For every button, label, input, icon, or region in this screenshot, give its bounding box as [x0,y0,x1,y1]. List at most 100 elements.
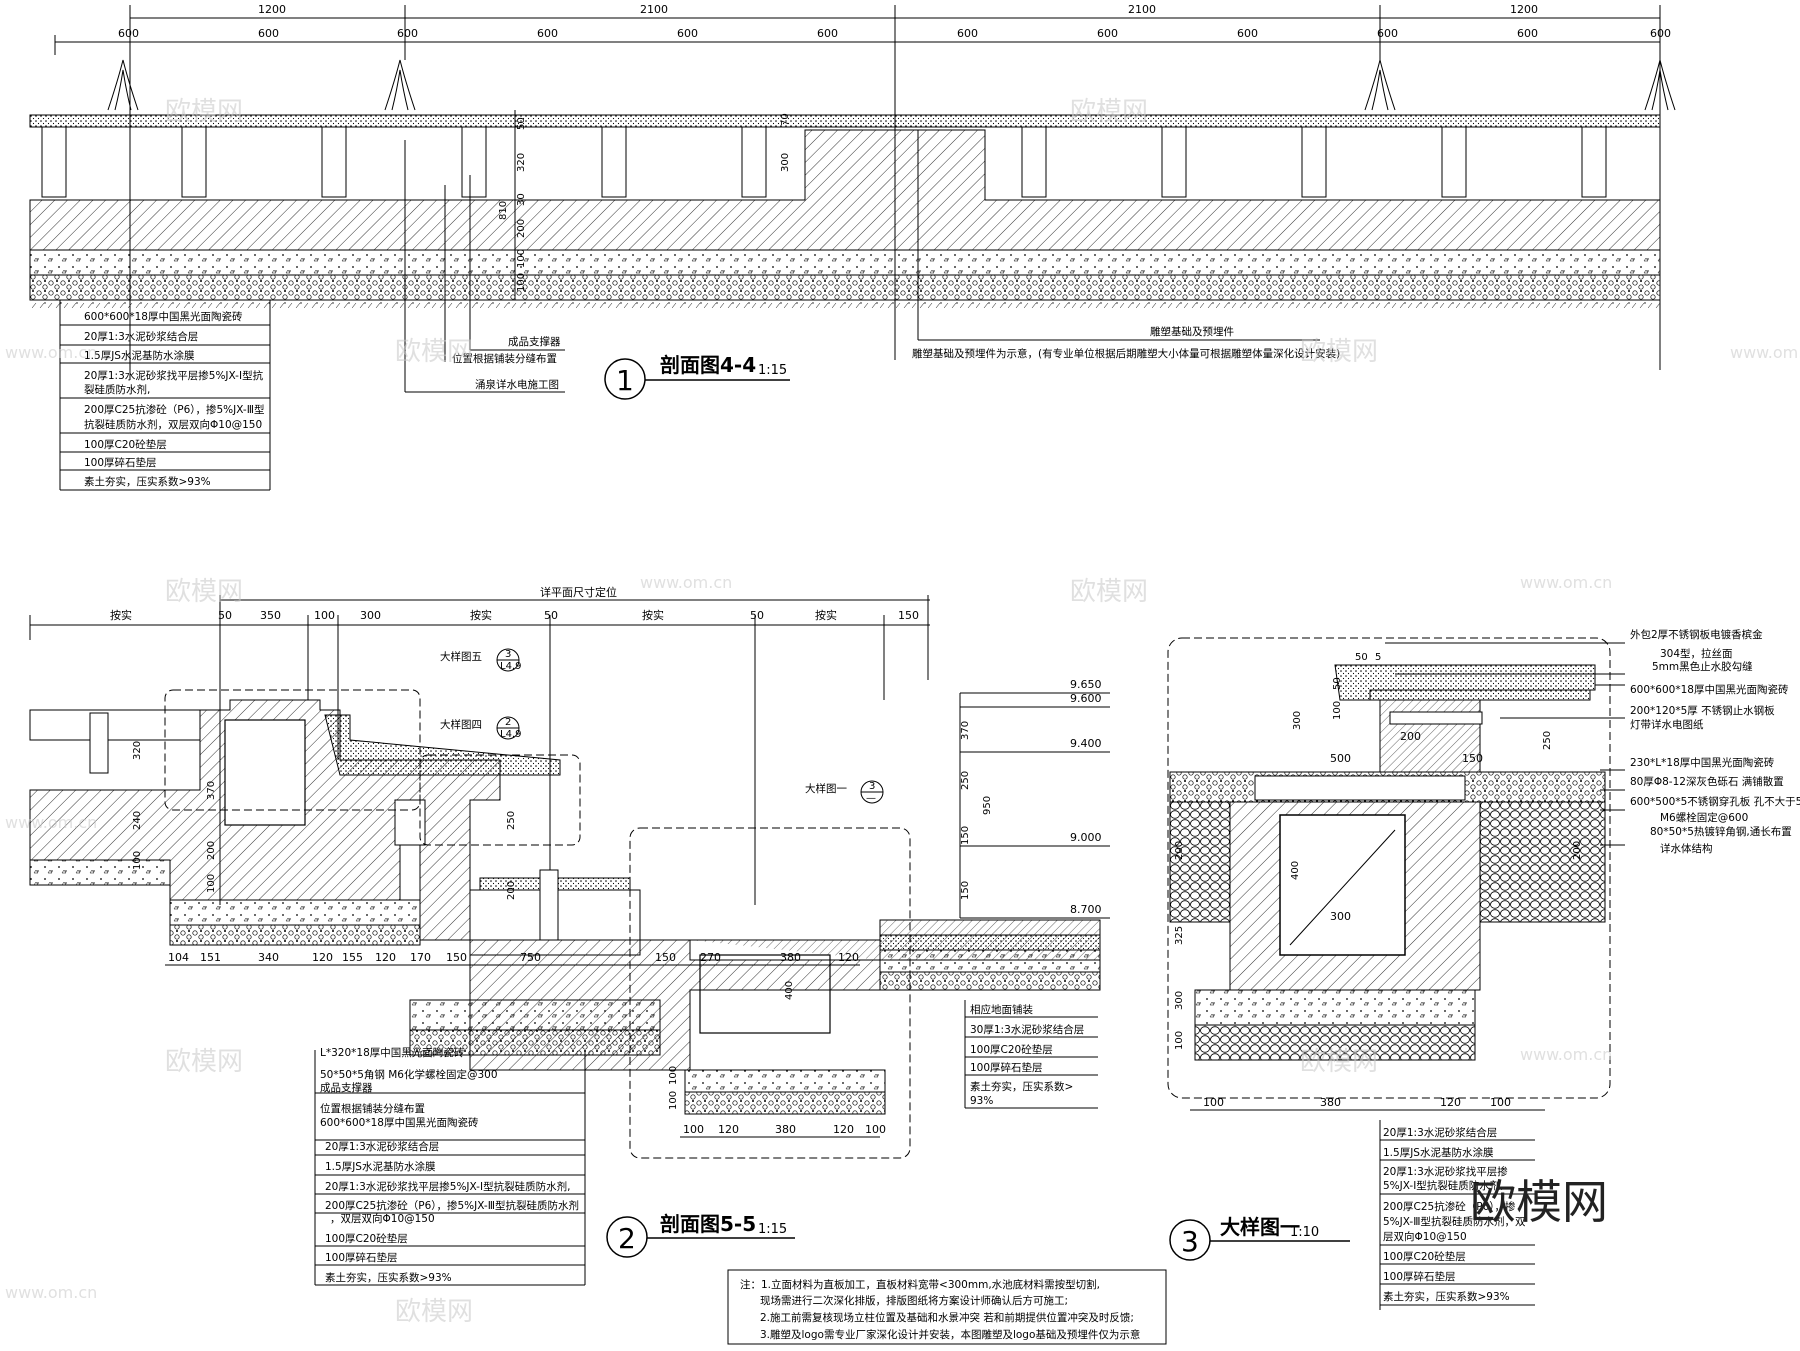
svg-text:20厚1:3水泥砂浆找平层掺5%JX-Ⅰ型抗: 20厚1:3水泥砂浆找平层掺5%JX-Ⅰ型抗 [84,369,264,382]
gravel-mid [169,924,421,946]
section1-dim-labels: 1200 2100 2100 1200 600 600 600 600 600 … [118,3,1671,40]
svg-text:2: 2 [505,717,511,728]
svg-text:位置根据铺装分缝布置: 位置根据铺装分缝布置 [452,352,557,365]
svg-text:350: 350 [260,609,281,622]
dim-sub: 600 [817,27,838,40]
svg-text:5: 5 [1375,652,1381,663]
svg-text:20厚1:3水泥砂浆找平层掺5%JX-Ⅰ型抗裂硅质防水剂,: 20厚1:3水泥砂浆找平层掺5%JX-Ⅰ型抗裂硅质防水剂, [325,1180,570,1193]
svg-text:1.5厚JS水泥基防水涂膜: 1.5厚JS水泥基防水涂膜 [325,1160,436,1173]
c20-bedding [1194,989,1476,1026]
svg-text:L4.9: L4.9 [500,729,521,740]
svg-text:100厚碎石垫层: 100厚碎石垫层 [84,456,157,469]
svg-text:按实: 按实 [815,608,837,622]
section2-scale: 1:15 [758,1222,787,1237]
svg-text:欧模网: 欧模网 [1300,1047,1378,1077]
svg-text:www.om.cn: www.om.cn [1520,573,1612,592]
svg-text:100: 100 [1174,1031,1185,1050]
section2-title-text: 剖面图5-5 [660,1212,756,1236]
svg-text:3: 3 [869,781,875,792]
sculpture-foundation-callout: 雕塑基础及预埋件 雕塑基础及预埋件为示意，(有专业单位根据后期雕塑大小体量可根据… [912,130,1340,360]
section2-right-callouts: 相应地面铺装 30厚1:3水泥砂浆结合层 100厚C20砼垫层 100厚碎石垫层… [964,1000,1098,1109]
svg-text:50: 50 [218,609,232,622]
svg-text:370: 370 [960,721,971,740]
svg-text:大样图五: 大样图五 [440,650,482,663]
section2-number: 2 [618,1222,636,1255]
gravel-bedding [1194,1024,1476,1061]
svg-text:L4.9: L4.9 [500,661,521,672]
svg-text:120: 120 [312,951,333,964]
tile-cap-600 [1369,689,1591,701]
detail-reference-marks: 大样图五 3 L4.9 大样图四 2 L4.9 大样图一 3 — [440,648,884,804]
upper-water-channel [224,719,306,826]
svg-text:100厚C20砼垫层: 100厚C20砼垫层 [325,1232,408,1245]
svg-text:8.700: 8.700 [1070,903,1102,916]
ground-surface-paving [879,934,1101,951]
dim-sub: 600 [1377,27,1398,40]
svg-text:雕塑基础及预埋件为示意，(有专业单位根据后期雕塑大小体量可根: 雕塑基础及预埋件为示意，(有专业单位根据后期雕塑大小体量可根据雕塑体量深化设计安… [912,347,1340,360]
svg-text:M6螺栓固定@600: M6螺栓固定@600 [1660,811,1748,824]
upper-pedestal-zone [29,709,201,741]
svg-text:380: 380 [780,951,801,964]
watermarks: 欧模网 欧模网 欧模网 欧模网 欧模网 欧模网 欧模网 欧模网 欧模网 www.… [5,97,1800,1327]
section1-pedestal-callouts: 成品支撑器 位置根据铺装分缝布置 涌泉详水电施工图 [404,140,565,393]
svg-text:www.om.cn: www.om.cn [640,573,732,592]
drain-diagonal [1289,829,1396,946]
svg-text:93%: 93% [970,1095,993,1107]
svg-text:www.om.cn: www.om.cn [5,1283,97,1302]
section2-vertical-dims: 370 250 150 150 950 320 370 240 200 100 … [132,693,993,1110]
section1-number: 1 [616,364,634,397]
dim-1200-left: 1200 [258,3,286,16]
svg-text:9.000: 9.000 [1070,831,1102,844]
svg-text:9.600: 9.600 [1070,692,1102,705]
svg-text:104: 104 [168,951,189,964]
svg-text:100: 100 [668,1091,679,1110]
section2-title: 2 剖面图5-5 1:15 [606,1212,795,1258]
svg-text:150: 150 [960,826,971,845]
svg-text:120: 120 [1440,1096,1461,1109]
svg-text:30厚1:3水泥砂浆结合层: 30厚1:3水泥砂浆结合层 [970,1023,1084,1036]
svg-text:100厚碎石垫层: 100厚碎石垫层 [325,1251,398,1264]
svg-text:750: 750 [520,951,541,964]
svg-text:150: 150 [1462,752,1483,765]
svg-text:成品支撑器: 成品支撑器 [508,335,561,348]
svg-text:200: 200 [506,881,517,900]
dim-sub: 600 [397,27,418,40]
section1-vertical-dims: 50 320 30 200 100 100 70 300 810 [498,110,791,300]
dim-1200-right: 1200 [1510,3,1538,16]
svg-text:素土夯实，压实系数>93%: 素土夯实，压实系数>93% [1383,1290,1510,1303]
general-notes: 注：1.立面材料为直板加工，直板材料宽带<300mm,水池底材料需按型切割, 现… [727,1269,1167,1345]
svg-text:100: 100 [132,851,143,870]
svg-text:50: 50 [544,609,558,622]
svg-text:100: 100 [1490,1096,1511,1109]
lower-drain-box [699,954,831,1034]
upper-tile-edge [324,714,561,776]
right-gravel [1479,801,1606,923]
ground-c20-bedding [879,949,1101,973]
svg-text:1.5厚JS水泥基防水涂膜: 1.5厚JS水泥基防水涂膜 [84,349,195,362]
svg-text:欧模网: 欧模网 [395,1297,473,1327]
inner-drain-box [1279,814,1406,956]
svg-text:1.5厚JS水泥基防水涂膜: 1.5厚JS水泥基防水涂膜 [1383,1146,1494,1159]
svg-text:100: 100 [865,1123,886,1136]
svg-text:5mm黑色止水胶勾缝: 5mm黑色止水胶勾缝 [1652,660,1753,673]
note-line-1: 注：1.立面材料为直板加工，直板材料宽带<300mm,水池底材料需按型切割, [740,1278,1100,1291]
svg-text:380: 380 [775,1123,796,1136]
dim-sub: 600 [1650,27,1671,40]
mid-c20-bedding [409,999,661,1031]
dim-2100-right: 2100 [1128,3,1156,16]
svg-text:80*50*5热镀锌角钢,通长布置: 80*50*5热镀锌角钢,通长布置 [1650,825,1792,838]
dim-sub: 600 [1097,27,1118,40]
c20-bedding-left [29,859,171,886]
svg-text:320: 320 [132,741,143,760]
note-line-4: 3.雕塑及logo需专业厂家深化设计并安装，本图雕塑及logo基础及预埋件仅为示… [760,1328,1140,1341]
svg-text:外包2厚不锈钢板电镀香槟金: 外包2厚不锈钢板电镀香槟金 [1630,628,1763,641]
detail-frame [1167,637,1611,1099]
svg-text:50: 50 [1355,652,1368,663]
gravel-bedding [29,274,1661,301]
svg-text:雕塑基础及预埋件: 雕塑基础及预埋件 [1150,325,1234,338]
svg-text:，双层双向Φ10@150: ，双层双向Φ10@150 [330,1212,435,1225]
dim-sub: 600 [1517,27,1538,40]
detail1-layer-callouts: 20厚1:3水泥砂浆结合层 1.5厚JS水泥基防水涂膜 20厚1:3水泥砂浆找平… [1379,1120,1535,1310]
tile-paving-layer [29,114,1661,128]
svg-text:素土夯实，压实系数>93%: 素土夯实，压实系数>93% [325,1271,452,1284]
